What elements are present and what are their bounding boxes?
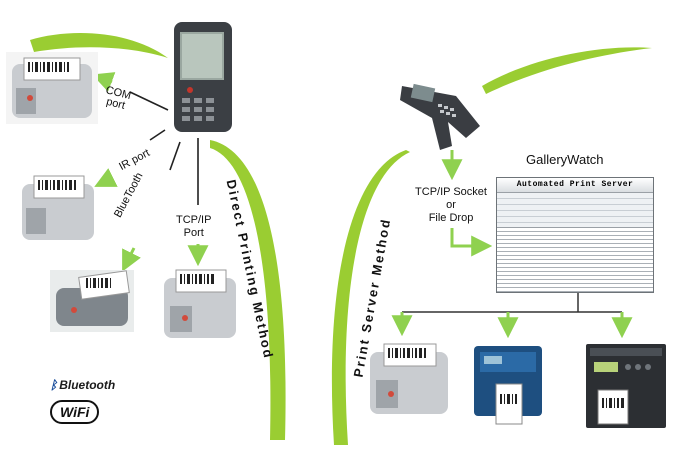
window-title: Automated Print Server <box>497 178 653 193</box>
swoosh-top-left <box>30 33 168 58</box>
bt-arrow <box>122 247 141 272</box>
com-line <box>129 91 169 111</box>
handheld-pda-icon <box>174 22 232 132</box>
product-name: GalleryWatch <box>526 152 604 167</box>
desktop-printer-icon <box>474 346 542 425</box>
scanner-gun-icon <box>400 83 480 150</box>
mobile-printer-icon <box>164 269 236 338</box>
swoosh-direct-method <box>210 140 286 440</box>
drop-arrow <box>450 228 493 257</box>
ir-line <box>149 129 166 141</box>
swoosh-top-right <box>482 47 652 94</box>
mobile-printer-icon <box>50 270 134 332</box>
bt-line <box>169 141 181 171</box>
ir-arrow <box>94 168 118 187</box>
wifi-logo-text: WiFi <box>60 404 90 420</box>
connection-label: TCP/IP Socket or File Drop <box>415 186 487 224</box>
mobile-printer-icon <box>6 52 98 124</box>
com-arrow <box>92 72 116 92</box>
tcpip-port-label: TCP/IP Port <box>176 214 212 239</box>
wifi-logo-icon: WiFi <box>50 400 100 424</box>
job-table <box>497 193 653 228</box>
mobile-printer-icon <box>370 343 448 414</box>
mobile-printer-icon <box>22 175 94 240</box>
print-server-window: Automated Print Server <box>496 177 654 293</box>
swoosh-server-method <box>331 150 410 445</box>
industrial-printer-icon <box>586 344 666 428</box>
bluetooth-logo-text: Bluetooth <box>59 378 116 392</box>
log-pane <box>497 228 653 292</box>
